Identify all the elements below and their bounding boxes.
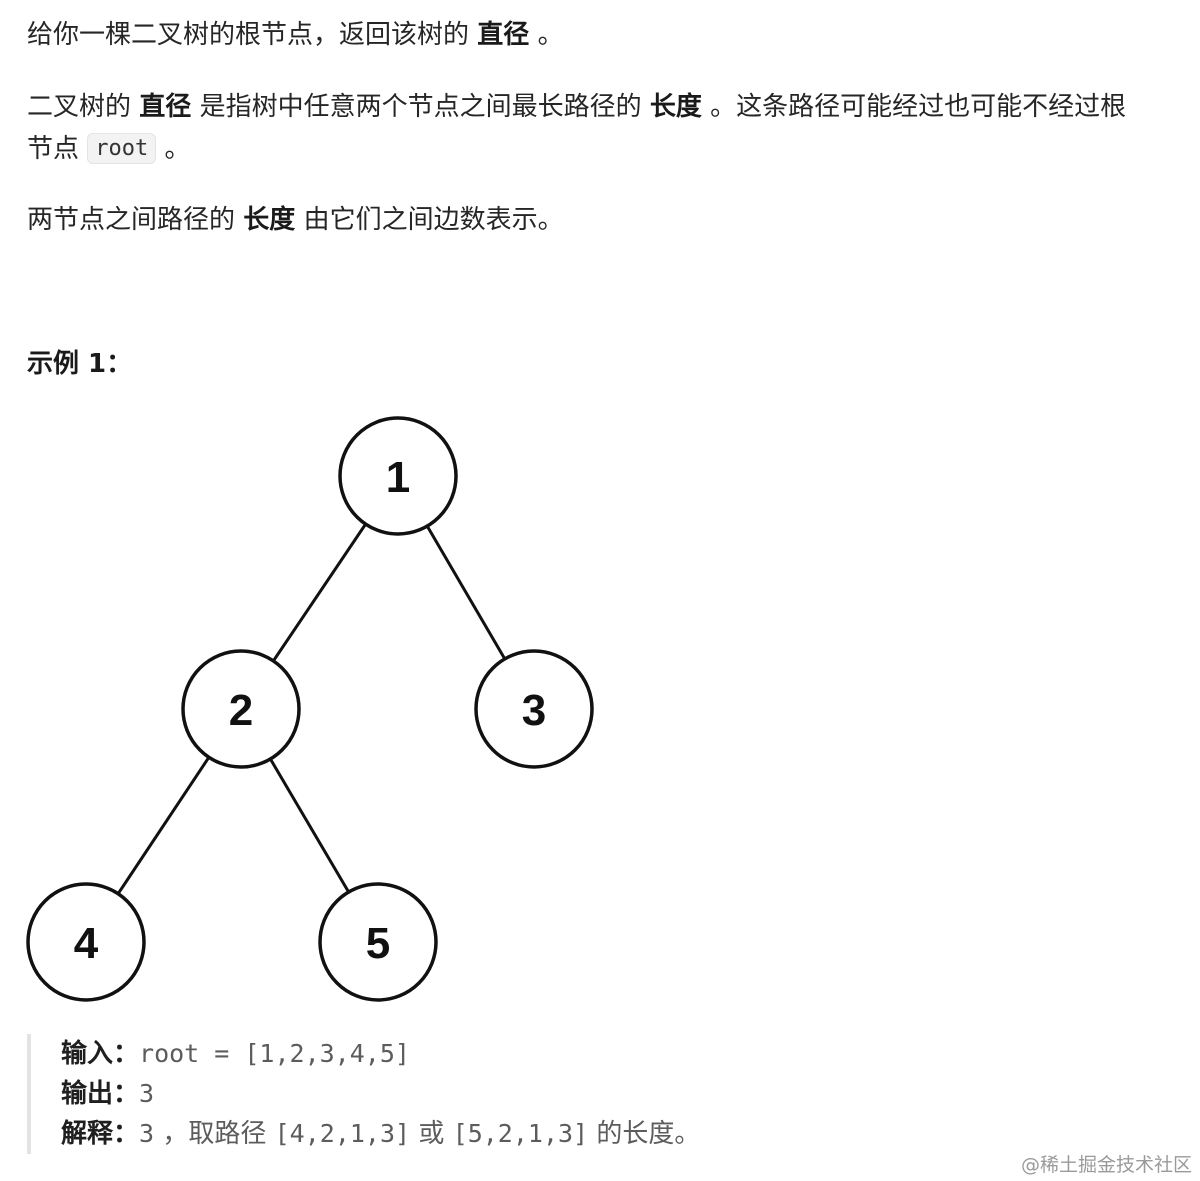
tree-node-label: 3	[522, 686, 546, 735]
paragraph-problem-statement: 给你一棵二叉树的根节点，返回该树的 直径 。	[27, 14, 564, 56]
watermark: @稀土掘金技术社区	[1020, 1154, 1192, 1176]
explanation-number: 3	[139, 1119, 155, 1148]
definition-line2-text: 节点	[27, 134, 80, 164]
output-value: 3	[139, 1079, 155, 1108]
explanation-line: 解释：3 ，取路径 [4,2,1,3] 或 [5,2,1,3] 的长度。	[61, 1114, 700, 1154]
paragraph-length-definition: 两节点之间路径的 长度 由它们之间边数表示。	[27, 199, 564, 241]
explanation-end: 的长度。	[596, 1119, 701, 1149]
tree-node-circle	[338, 416, 458, 536]
explanation-separator: ，取路径	[162, 1119, 267, 1149]
tree-node-1: 1	[338, 416, 458, 536]
explanation-or: 或	[418, 1119, 445, 1149]
definition-text-3: 。这条路径可能经过也可能不经过根	[710, 92, 1127, 122]
tree-node-label: 2	[229, 686, 253, 735]
statement-end: 。	[537, 20, 564, 50]
definition-keyword-diameter: 直径	[139, 92, 192, 122]
output-line: 输出：3	[61, 1074, 700, 1114]
statement-keyword-diameter: 直径	[477, 20, 530, 50]
tree-node-5: 5	[318, 882, 438, 1002]
length-keyword: 长度	[243, 205, 296, 235]
tree-edge-2-5	[269, 758, 350, 893]
input-label: 输入：	[61, 1039, 140, 1069]
tree-node-3: 3	[474, 649, 594, 769]
tree-node-circle	[474, 649, 594, 769]
explanation-label: 解释：	[61, 1119, 140, 1149]
input-line: 输入：root = [1,2,3,4,5]	[61, 1034, 700, 1074]
tree-nodes: 1 2 3 4 5	[26, 416, 594, 1002]
explanation-path-2: [5,2,1,3]	[452, 1119, 589, 1148]
definition-text-1: 二叉树的	[27, 92, 132, 122]
inline-code-root: root	[87, 133, 157, 164]
definition-text-2: 是指树中任意两个节点之间最长路径的	[199, 92, 642, 122]
definition-keyword-length: 长度	[649, 92, 702, 122]
tree-node-4: 4	[26, 882, 146, 1002]
tree-node-circle	[181, 649, 301, 769]
tree-edges	[116, 523, 507, 895]
tree-edge-1-3	[425, 525, 507, 660]
explanation-path-1: [4,2,1,3]	[274, 1119, 411, 1148]
paragraph-diameter-definition-line2: 节点 root 。	[27, 128, 191, 172]
tree-node-circle	[26, 882, 146, 1002]
tree-node-label: 5	[366, 919, 390, 968]
length-text-2: 由它们之间边数表示。	[303, 205, 564, 235]
example-heading: 示例 1：	[27, 349, 133, 379]
paragraph-diameter-definition: 二叉树的 直径 是指树中任意两个节点之间最长路径的 长度 。这条路径可能经过也可…	[27, 86, 1126, 128]
length-text-1: 两节点之间路径的	[27, 205, 236, 235]
tree-node-label: 1	[386, 453, 410, 502]
tree-edge-1-2	[272, 523, 367, 662]
tree-node-label: 4	[74, 919, 99, 968]
tree-edge-2-4	[116, 756, 211, 895]
example-io-block: 输入：root = [1,2,3,4,5] 输出：3 解释：3 ，取路径 [4,…	[27, 1034, 700, 1154]
output-label: 输出：	[61, 1079, 140, 1109]
tree-node-circle	[318, 882, 438, 1002]
input-value: root = [1,2,3,4,5]	[139, 1039, 410, 1068]
binary-tree-diagram: 1 2 3 4 5	[26, 416, 594, 1002]
tree-node-2: 2	[181, 649, 301, 769]
definition-line2-end: 。	[164, 134, 191, 164]
statement-text: 给你一棵二叉树的根节点，返回该树的	[27, 20, 470, 50]
